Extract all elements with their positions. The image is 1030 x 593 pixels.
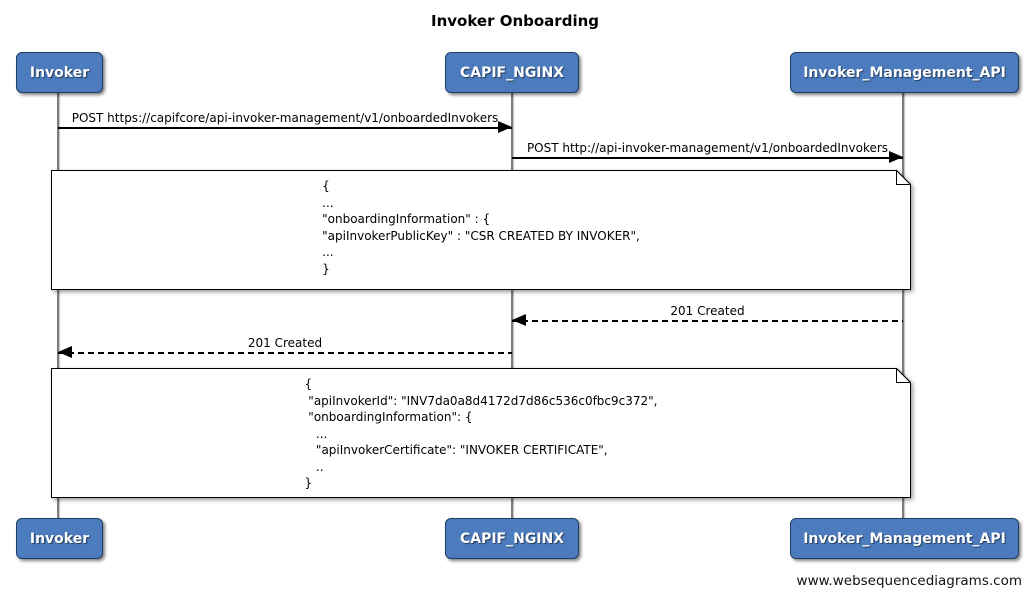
note-request-body: { ... "onboardingInformation" : { "apiIn…	[51, 170, 911, 290]
note-border	[51, 368, 911, 498]
note-text: { "apiInvokerId": "INV7da0a8d4172d7d86c5…	[304, 377, 658, 490]
actor-bottom-invoker-management-api: Invoker_Management_API	[790, 518, 1019, 559]
message-line	[512, 320, 903, 322]
arrowhead-left-icon	[512, 314, 526, 326]
actor-top-capif-nginx: CAPIF_NGINX	[445, 52, 579, 93]
message-label: POST https://capifcore/api-invoker-manag…	[71, 111, 499, 125]
watermark-websequencediagrams: www.websequencediagrams.com	[796, 573, 1022, 589]
message-line	[512, 157, 903, 159]
note-text: { ... "onboardingInformation" : { "apiIn…	[322, 179, 640, 276]
actor-label: Invoker_Management_API	[803, 530, 1006, 547]
actor-bottom-invoker: Invoker	[16, 518, 103, 559]
message-201-created-capif-to-invoker: 201 Created	[58, 336, 512, 358]
message-label: POST http://api-invoker-management/v1/on…	[526, 141, 889, 155]
lifeline-invoker-management-api	[902, 91, 904, 519]
actor-label: CAPIF_NGINX	[459, 530, 565, 547]
message-label: 201 Created	[670, 304, 745, 318]
actor-top-invoker: Invoker	[16, 52, 103, 93]
message-label: 201 Created	[247, 336, 323, 350]
message-post-onboard-invoker-to-capif: POST https://capifcore/api-invoker-manag…	[58, 111, 512, 133]
lifeline-invoker	[57, 91, 59, 519]
message-201-created-api-to-capif: 201 Created	[512, 304, 903, 326]
actor-label: Invoker	[29, 530, 90, 547]
actor-label: Invoker	[29, 64, 90, 81]
note-text-wrap: { ... "onboardingInformation" : { "apiIn…	[51, 170, 911, 290]
actor-label: Invoker_Management_API	[803, 64, 1006, 81]
diagram-title: Invoker Onboarding	[431, 12, 599, 30]
actor-top-invoker-management-api: Invoker_Management_API	[790, 52, 1019, 93]
arrowhead-right-icon	[889, 151, 903, 163]
message-post-onboard-capif-to-api: POST http://api-invoker-management/v1/on…	[512, 141, 903, 163]
lifeline-capif-nginx	[511, 91, 513, 519]
actor-label: CAPIF_NGINX	[459, 64, 565, 81]
message-line	[58, 352, 512, 354]
arrowhead-right-icon	[498, 121, 512, 133]
note-response-body: { "apiInvokerId": "INV7da0a8d4172d7d86c5…	[51, 368, 911, 498]
arrowhead-left-icon	[58, 346, 72, 358]
actor-bottom-capif-nginx: CAPIF_NGINX	[445, 518, 579, 559]
note-text-wrap: { "apiInvokerId": "INV7da0a8d4172d7d86c5…	[51, 368, 911, 498]
message-line	[58, 127, 512, 129]
note-border	[51, 170, 911, 290]
